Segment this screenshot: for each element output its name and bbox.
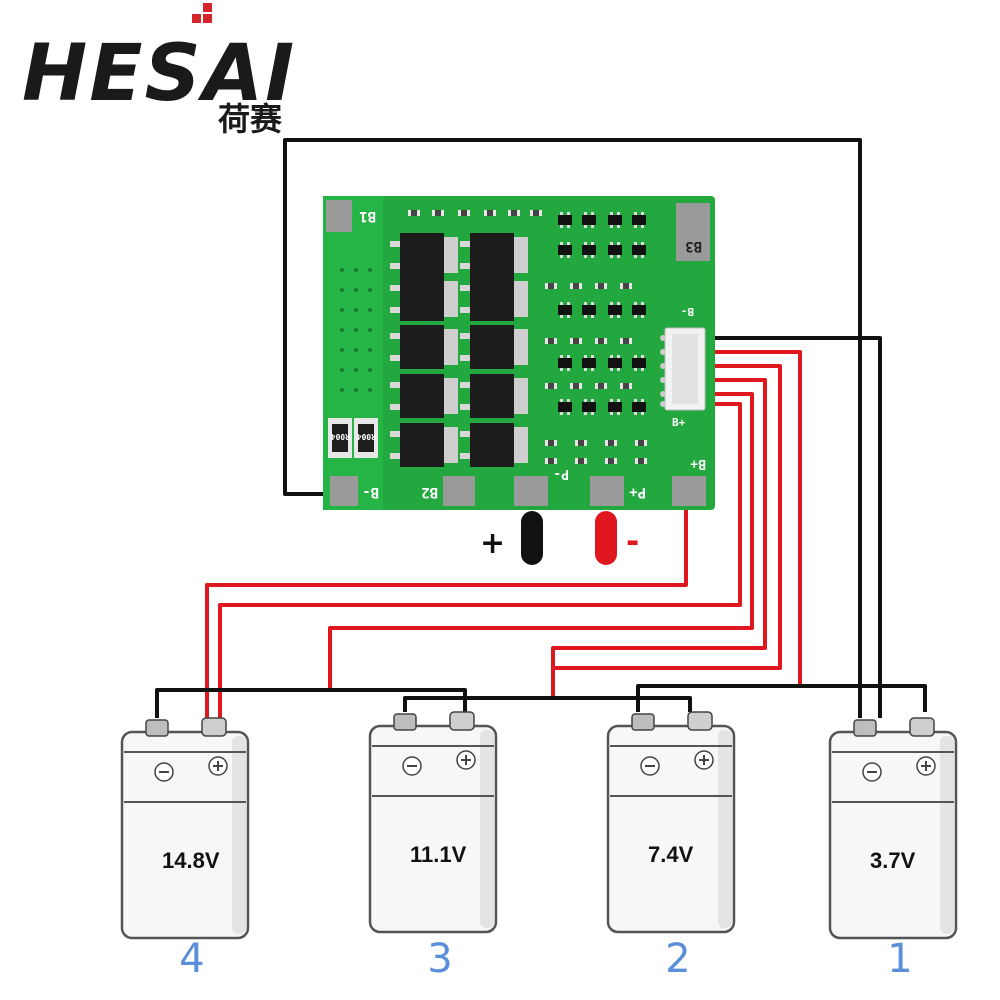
battery-positive-terminal	[687, 711, 713, 731]
logo-red-accent-3	[203, 3, 212, 12]
pad-b-plus-side-label: B+	[690, 456, 706, 471]
wire-black-bminus-loop	[283, 138, 862, 718]
pad-p-plus	[590, 476, 624, 506]
battery-4: 14.8V 4	[120, 717, 250, 982]
wire-red-1	[710, 350, 802, 686]
battery-positive-terminal	[909, 717, 935, 737]
red-terminal-wire	[595, 511, 617, 565]
battery-negative-terminal	[393, 713, 417, 731]
vias	[340, 268, 372, 392]
pad-b1	[326, 200, 352, 232]
battery-2: 7.4V 2	[606, 711, 736, 982]
battery-body	[828, 730, 958, 940]
battery-number-label: 3	[427, 936, 452, 982]
battery-number-label: 2	[665, 936, 690, 982]
connector-b-minus-label: B-	[681, 305, 694, 318]
battery-voltage-label: 14.8V	[162, 848, 220, 873]
battery-body	[606, 724, 736, 934]
logo-red-accent-1	[192, 14, 201, 23]
black-terminal-wire	[521, 511, 543, 565]
battery-1: 3.7V 1	[828, 717, 958, 982]
wire-black-series-4-3	[155, 688, 467, 718]
wiring	[155, 138, 927, 718]
battery-negative-terminal	[145, 719, 169, 737]
output-plus-symbol: +	[480, 526, 505, 561]
pad-b1-label: B1	[359, 208, 376, 224]
wire-black-connector-bminus	[710, 336, 882, 718]
connector-b-plus-label: B+	[672, 416, 686, 429]
output-minus-symbol: -	[626, 522, 639, 560]
battery-positive-terminal	[449, 711, 475, 731]
pad-p-minus	[514, 476, 548, 506]
wire-black-series-2-1	[636, 684, 927, 712]
pad-b-plus	[672, 476, 706, 506]
pad-b3-label: B3	[685, 238, 702, 254]
brand-name-chinese: 荷赛	[218, 100, 283, 138]
battery-voltage-label: 3.7V	[870, 848, 916, 873]
wire-red-bplus	[205, 500, 688, 718]
brand-name: HESAI	[22, 29, 296, 119]
bms-board: B1 B3 B- B2 P- P+ B+	[323, 196, 715, 510]
pad-b2	[443, 476, 475, 506]
sense-resistors: R004 R004	[328, 418, 378, 458]
battery-positive-terminal	[201, 717, 227, 737]
brand-logo: HESAI 荷赛	[22, 3, 296, 138]
pad-p-plus-label: P+	[629, 484, 646, 500]
battery-side	[940, 736, 954, 934]
sense-resistor-1-label: R004	[331, 432, 350, 441]
battery-number-label: 1	[887, 936, 912, 982]
logo-red-accent-2	[203, 14, 212, 23]
battery-voltage-label: 11.1V	[410, 842, 467, 867]
wire-black-series-3-2	[403, 696, 692, 712]
pad-b2-label: B2	[421, 484, 438, 500]
wire-red-3	[551, 378, 767, 700]
pad-p-minus-label: P-	[553, 466, 569, 481]
output-terminals: + -	[480, 511, 639, 565]
wire-red-4	[328, 392, 754, 690]
battery-body	[368, 724, 498, 934]
balance-connector: B- B+	[660, 305, 706, 429]
pad-b-minus	[330, 476, 358, 506]
battery-negative-terminal	[631, 713, 655, 731]
battery-voltage-label: 7.4V	[648, 842, 694, 867]
sense-resistor-2-label: R004	[357, 432, 376, 441]
pcb-left-strip	[323, 196, 383, 510]
battery-3: 11.1V 3	[368, 711, 498, 982]
wire-red-5	[218, 402, 742, 718]
battery-number-label: 4	[179, 936, 204, 982]
battery-body	[120, 730, 250, 940]
battery-side	[232, 736, 246, 934]
battery-negative-terminal	[853, 719, 877, 737]
pad-b3	[676, 203, 710, 261]
battery-side	[718, 730, 732, 928]
battery-row: 14.8V 4 11.1V 3 7.4V 2 3.7V 1	[120, 711, 958, 982]
pad-b-minus-label: B-	[362, 484, 379, 500]
battery-side	[480, 730, 494, 928]
